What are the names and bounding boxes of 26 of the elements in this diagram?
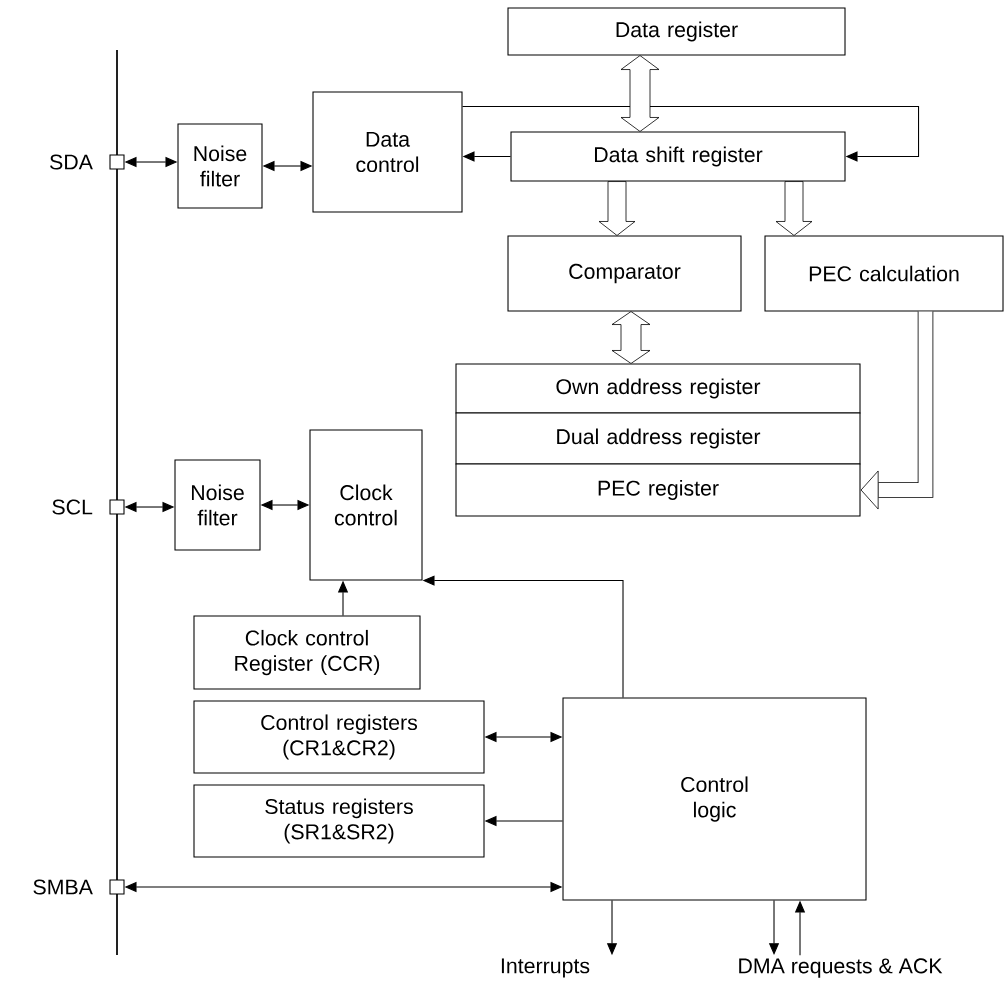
block-box: PEC register [455, 463, 861, 517]
block-box: Dual address register [455, 412, 861, 465]
block-box: Own address register [455, 363, 861, 414]
pin-label: SDA [50, 154, 93, 170]
block-box: Noise filter [174, 459, 261, 551]
hollow-arrow [860, 311, 934, 510]
hollow-arrow [775, 181, 813, 236]
block-box: Data control [312, 91, 463, 213]
hollow-arrow [611, 311, 651, 364]
hollow-arrow [598, 181, 636, 236]
block-box: Data register [507, 7, 846, 56]
block-box: Control registers (CR1&CR2) [193, 700, 485, 774]
block-box: Clock control [309, 429, 423, 581]
output-label: Interrupts [501, 958, 590, 978]
block-box: PEC calculation [764, 235, 1004, 312]
block-box: Status registers (SR1&SR2) [193, 784, 485, 858]
output-label: DMA requests & ACK [739, 958, 943, 978]
block-box: Clock control Register (CCR) [193, 615, 421, 690]
block-box: Control logic [562, 697, 867, 901]
block-box: Noise filter [177, 123, 263, 209]
block-box: Comparator [507, 235, 742, 312]
pin-label: SMBA [33, 879, 93, 895]
pin-label: SCL [52, 499, 93, 515]
block-box: Data shift register [510, 131, 846, 182]
hollow-arrow [620, 55, 660, 132]
arrow [462, 105, 920, 162]
